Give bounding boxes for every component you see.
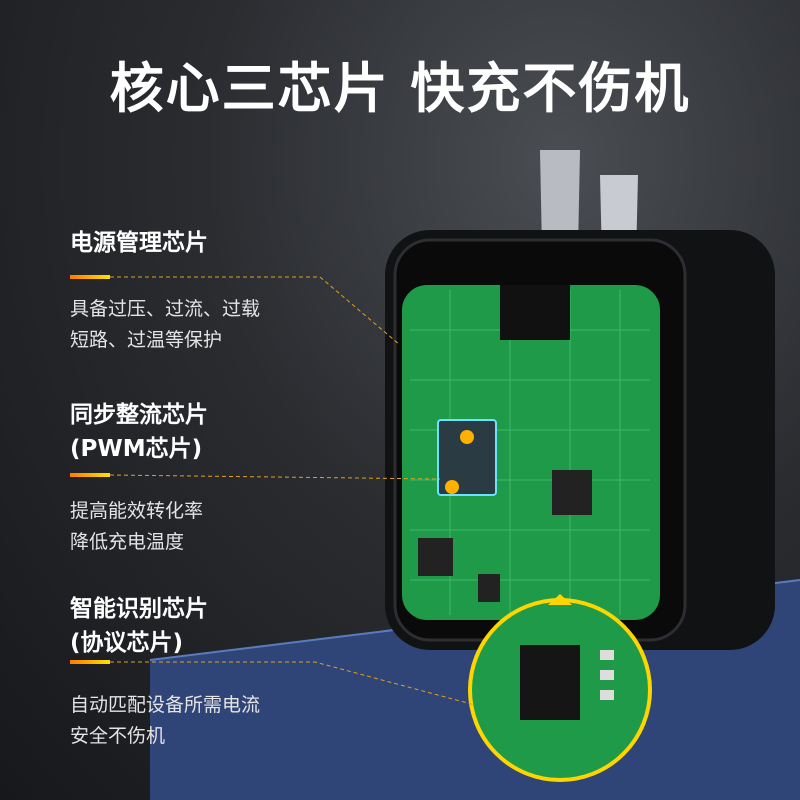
feature-subtitle: (协议芯片) (70, 630, 184, 656)
headline: 核心三芯片 快充不伤机 (109, 57, 691, 120)
desc-line: 降低充电温度 (70, 531, 185, 553)
feature-power-management: 电源管理芯片 (70, 226, 208, 260)
feature-protocol-chip: 智能识别芯片 (协议芯片) (70, 592, 208, 660)
pcb-board (402, 285, 660, 620)
feature-desc: 提高能效转化率 降低充电温度 (70, 496, 203, 558)
feature-title: 智能识别芯片 (70, 596, 208, 622)
accent-bar (70, 660, 110, 664)
feature-title: 同步整流芯片 (70, 402, 208, 428)
feature-sync-rectifier: 同步整流芯片 (PWM芯片) (70, 398, 208, 466)
desc-line: 提高能效转化率 (70, 500, 204, 522)
desc-line: 安全不伤机 (70, 725, 166, 747)
feature-subtitle: (PWM芯片) (70, 436, 203, 462)
feature-desc: 自动匹配设备所需电流 安全不伤机 (70, 690, 260, 752)
desc-line: 自动匹配设备所需电流 (70, 694, 261, 716)
pwm-chip (437, 419, 497, 496)
feature-title: 电源管理芯片 (70, 230, 208, 256)
desc-line: 短路、过温等保护 (70, 329, 223, 351)
leader-lines (109, 276, 476, 706)
desc-line: 具备过压、过流、过载 (70, 298, 261, 320)
accent-bar (70, 275, 110, 279)
accent-bar (70, 473, 110, 477)
feature-desc: 具备过压、过流、过载 短路、过温等保护 (70, 294, 260, 356)
